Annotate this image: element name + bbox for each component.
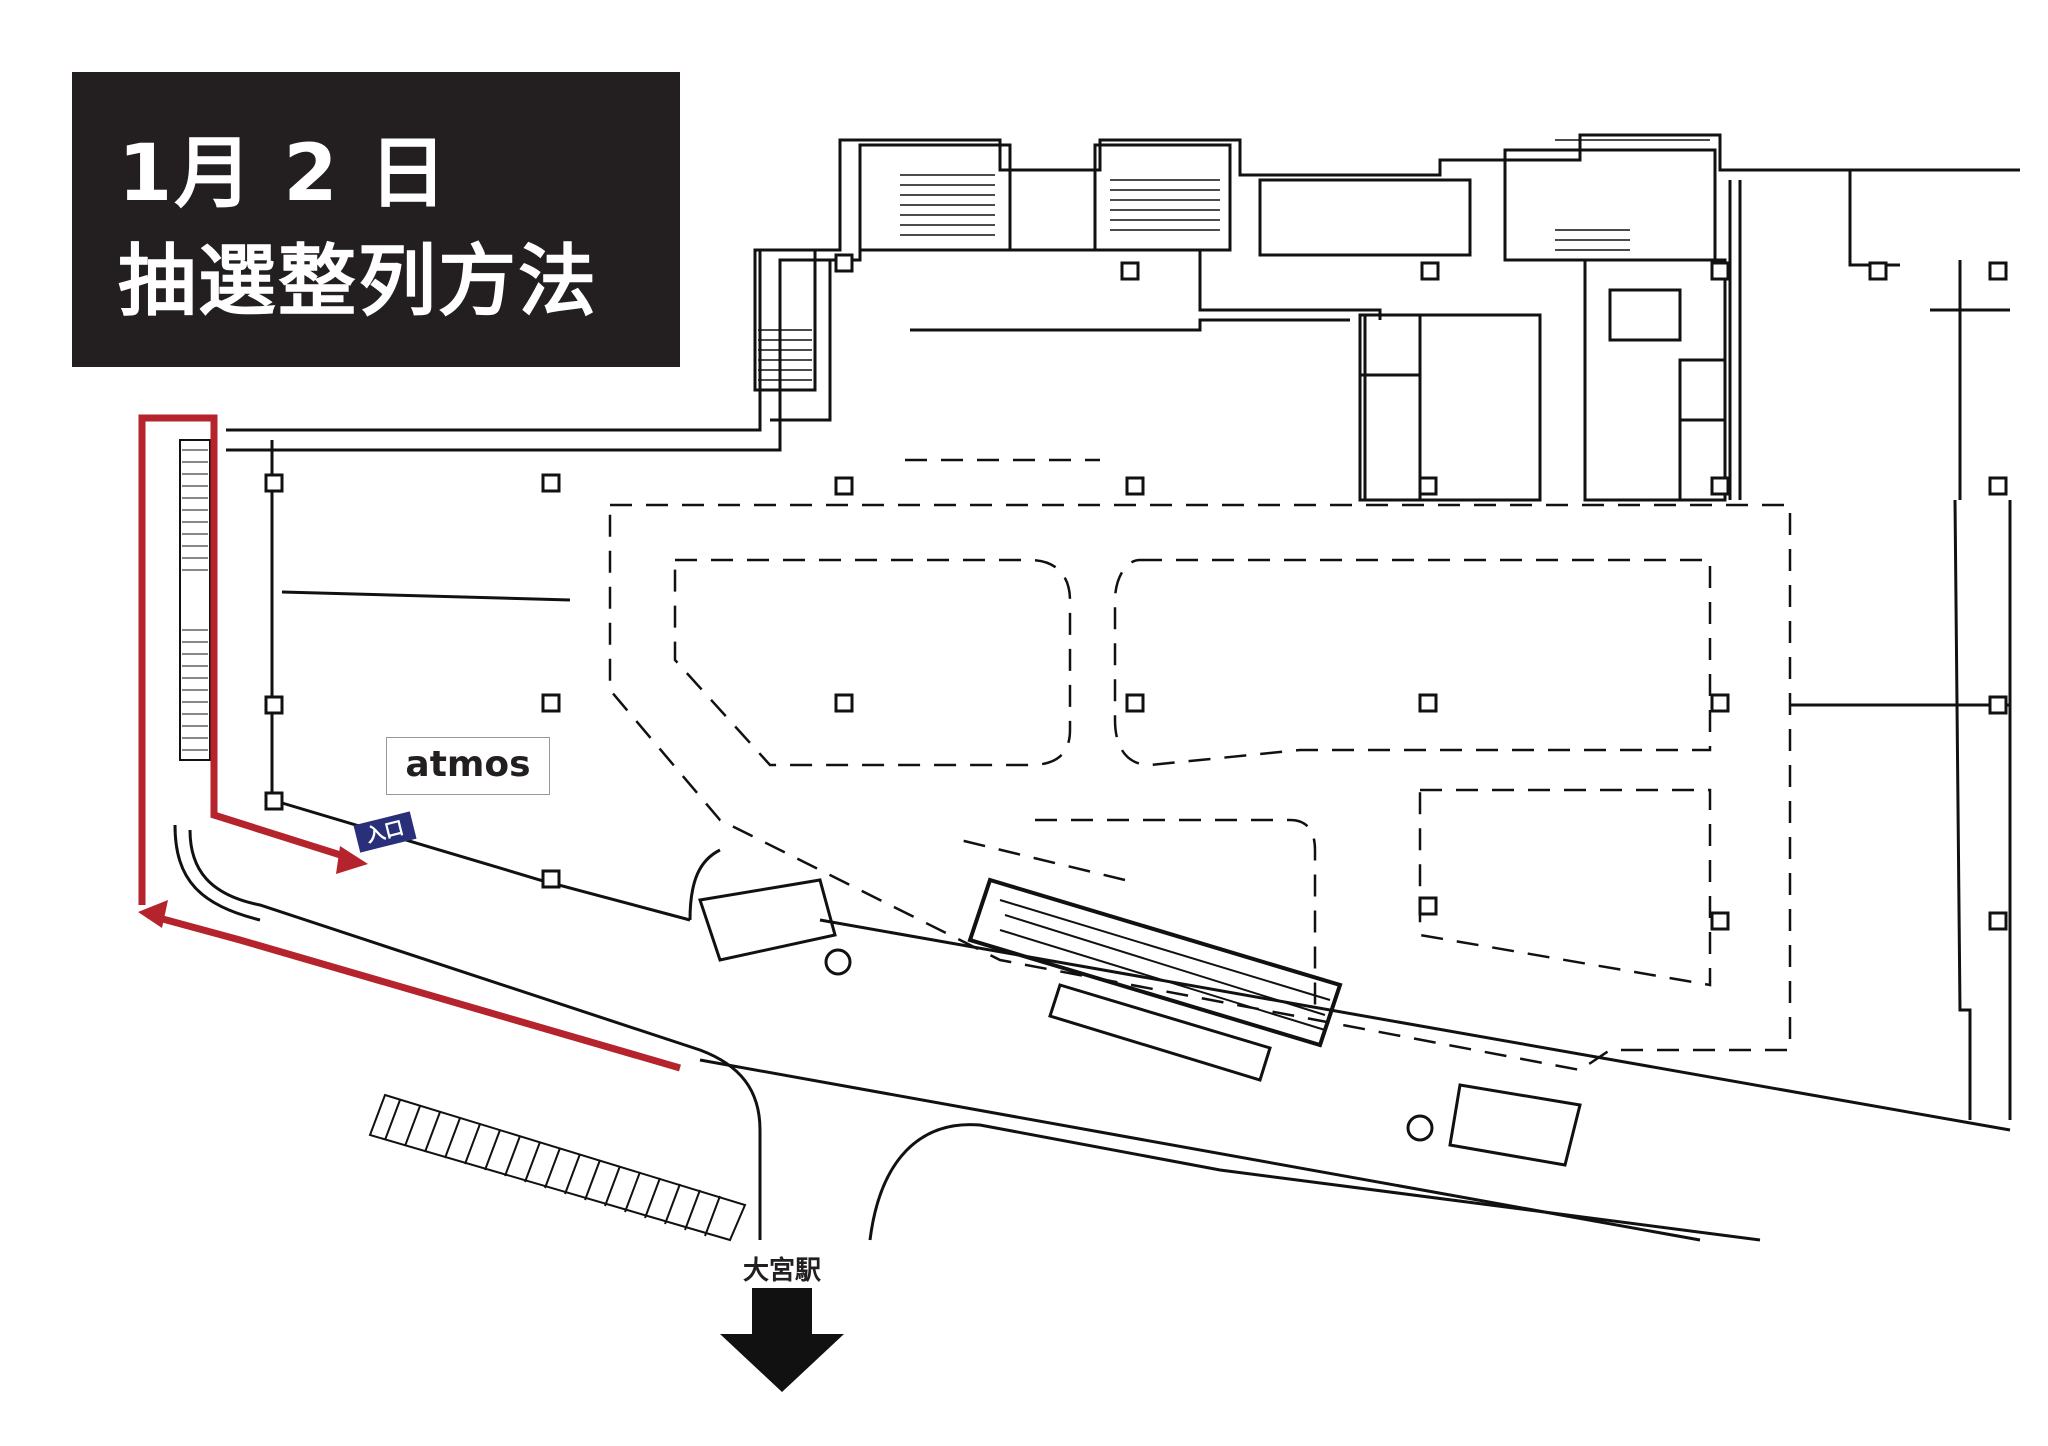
pillars bbox=[264, 253, 2008, 931]
floor-plan-walls bbox=[173, 133, 2020, 1242]
tenant-dashed-outlines bbox=[608, 458, 1792, 1072]
queue-route-arrowheads bbox=[138, 846, 368, 928]
shop-label-atmos: atmos bbox=[386, 737, 550, 795]
title-banner: 1月 2 日 抽選整列方法 bbox=[72, 72, 680, 367]
title-subject: 抽選整列方法 bbox=[118, 237, 599, 327]
down-arrow-icon bbox=[720, 1288, 844, 1392]
title-date: 1月 2 日 bbox=[118, 129, 449, 219]
queue-route bbox=[138, 414, 681, 1072]
round-columns bbox=[824, 948, 1434, 1142]
station-label: 大宮駅 bbox=[742, 1256, 821, 1286]
